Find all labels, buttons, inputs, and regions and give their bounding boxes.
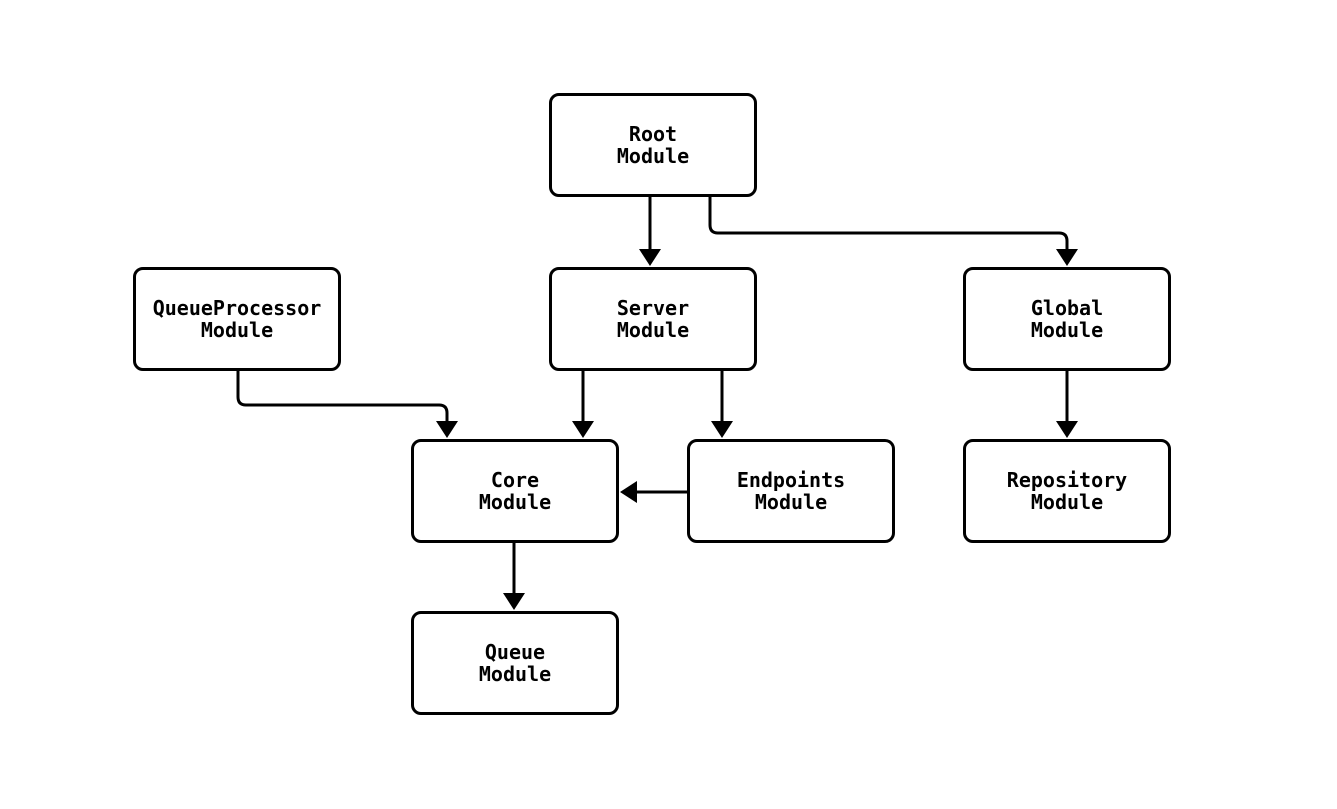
edge-root-to-server bbox=[639, 197, 661, 266]
node-core-module-label: Core Module bbox=[478, 468, 552, 514]
edge-core-to-queue bbox=[503, 543, 525, 610]
node-global-module-label: Global Module bbox=[1030, 296, 1104, 342]
edge-queueprocessor-to-core bbox=[236, 371, 458, 438]
node-queue-module: Queue Module bbox=[411, 611, 619, 715]
node-global-module: Global Module bbox=[963, 267, 1171, 371]
node-core-module: Core Module bbox=[411, 439, 619, 543]
node-root-module-label: Root Module bbox=[616, 122, 690, 168]
edge-server-to-endpoints bbox=[711, 371, 733, 438]
node-queueprocessor-module-label: QueueProcessor Module bbox=[152, 296, 322, 342]
edge-endpoints-to-core bbox=[620, 481, 687, 503]
node-queueprocessor-module: QueueProcessor Module bbox=[133, 267, 341, 371]
edge-root-to-global bbox=[708, 197, 1078, 266]
node-repository-module-label: Repository Module bbox=[1006, 468, 1128, 514]
node-root-module: Root Module bbox=[549, 93, 757, 197]
node-server-module: Server Module bbox=[549, 267, 757, 371]
edge-global-to-repository bbox=[1056, 371, 1078, 438]
node-endpoints-module-label: Endpoints Module bbox=[736, 468, 846, 514]
node-queue-module-label: Queue Module bbox=[478, 640, 552, 686]
node-endpoints-module: Endpoints Module bbox=[687, 439, 895, 543]
node-repository-module: Repository Module bbox=[963, 439, 1171, 543]
node-server-module-label: Server Module bbox=[616, 296, 690, 342]
edge-server-to-core bbox=[572, 371, 594, 438]
